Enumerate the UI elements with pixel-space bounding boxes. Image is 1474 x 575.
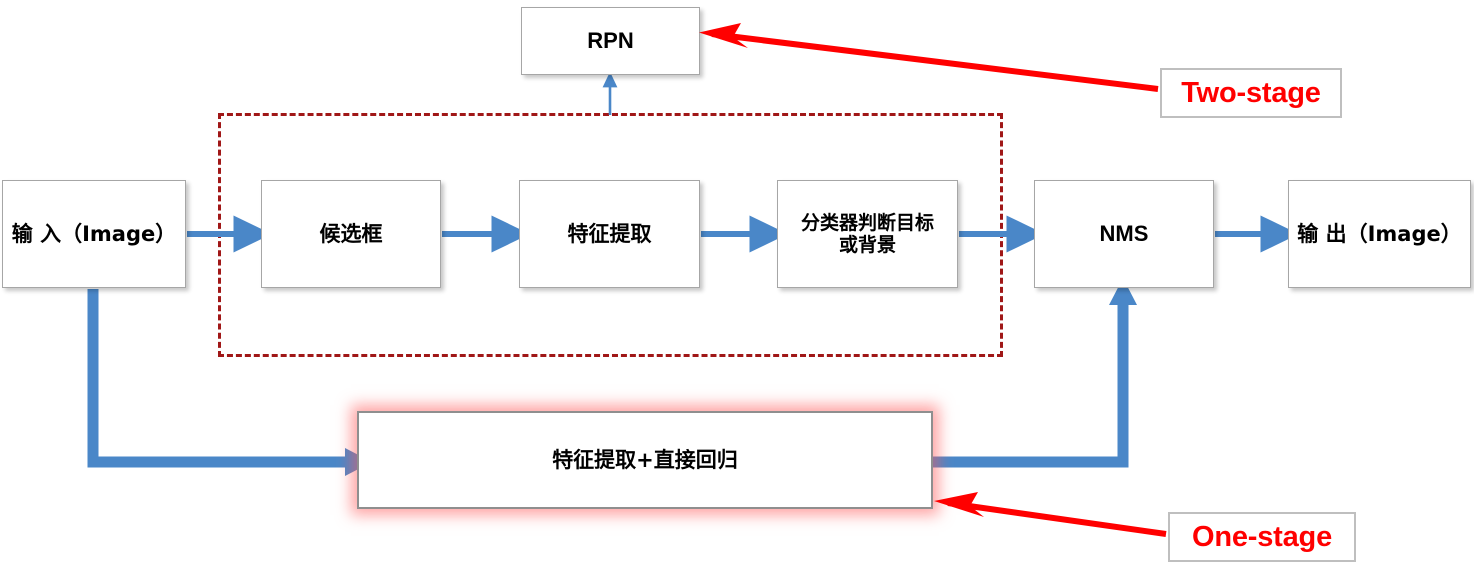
rpn-node[interactable]: RPN <box>521 7 700 75</box>
nms-node[interactable]: NMS <box>1034 180 1214 288</box>
feature-extraction-node[interactable]: 特征提取 <box>519 180 700 288</box>
two-stage-callout-label: Two-stage <box>1181 76 1321 109</box>
rpn-label: RPN <box>587 28 634 54</box>
two-stage-callout[interactable]: Two-stage <box>1160 68 1342 118</box>
proposal-box-node[interactable]: 候选框 <box>261 180 441 288</box>
nms-label: NMS <box>1099 221 1149 247</box>
feature-regression-node[interactable]: 特征提取+直接回归 <box>357 411 933 509</box>
output-image-node[interactable]: 输 出（Image） <box>1288 180 1471 288</box>
edge-one-stage-callout <box>934 492 1167 537</box>
proposal-box-label: 候选框 <box>319 221 383 246</box>
input-image-label: 输 入（Image） <box>11 221 177 246</box>
classifier-node[interactable]: 分类器判断目标 或背景 <box>777 180 958 288</box>
one-stage-callout[interactable]: One-stage <box>1168 512 1356 562</box>
feature-extraction-label: 特征提取 <box>567 221 652 246</box>
classifier-label: 分类器判断目标 或背景 <box>800 211 934 256</box>
input-image-node[interactable]: 输 入（Image） <box>2 180 186 288</box>
output-image-label: 输 出（Image） <box>1297 221 1462 246</box>
one-stage-callout-label: One-stage <box>1191 520 1332 553</box>
edge-two-stage-callout <box>699 23 1159 92</box>
edge-onestage-to-nms <box>932 278 1137 468</box>
feature-regression-label: 特征提取+直接回归 <box>552 447 738 472</box>
